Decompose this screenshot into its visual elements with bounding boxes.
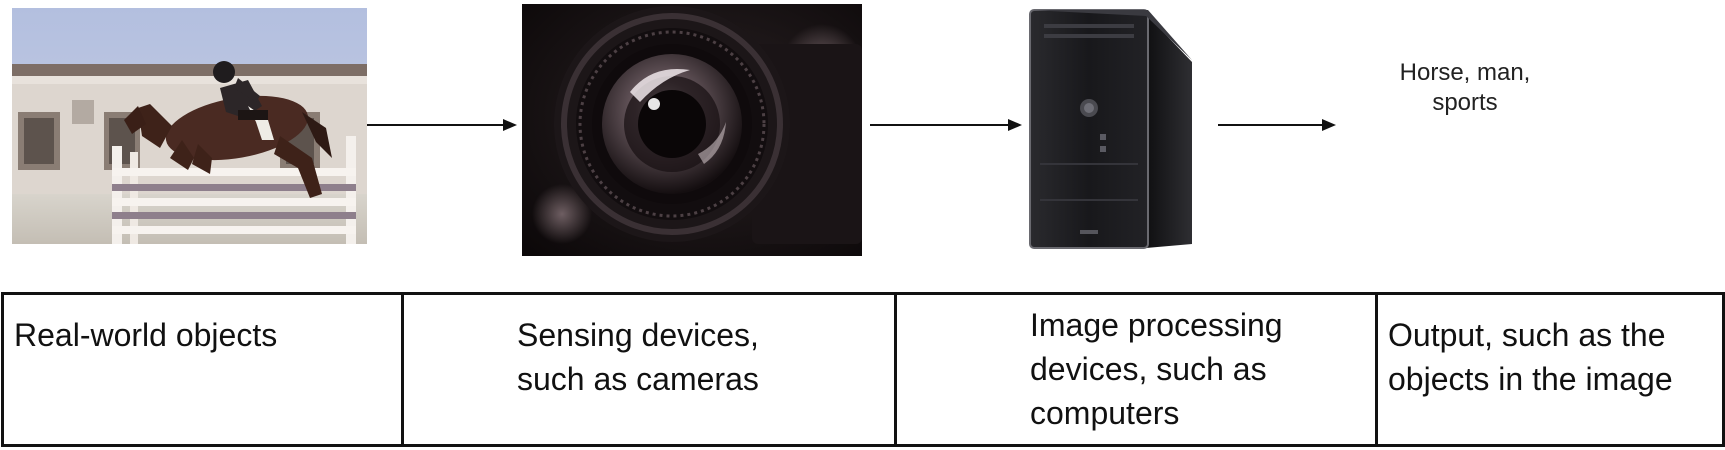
label-cell-output: Output, such as the objects in the image <box>1375 292 1725 447</box>
arrow-real-world-to-sensing <box>367 115 517 135</box>
label-real-world-objects: Real-world objects <box>14 317 278 353</box>
label-image-processing-devices: Image processing devices, such as comput… <box>1030 307 1283 431</box>
label-cell-real-world-objects: Real-world objects <box>1 292 404 447</box>
label-cell-sensing-devices: Sensing devices, such as cameras <box>401 292 897 447</box>
camera-lens-photo <box>522 4 862 256</box>
output-labels-text: Horse, man, sports <box>1399 59 1531 116</box>
arrow-sensing-to-processing <box>870 115 1022 135</box>
horse-jumping-photo <box>12 8 367 244</box>
label-sensing-devices: Sensing devices, such as cameras <box>517 317 759 397</box>
label-cell-image-processing-devices: Image processing devices, such as comput… <box>894 292 1378 447</box>
table-row: Real-world objects Sensing devices, such… <box>1 292 1725 447</box>
stage-labels-table: Real-world objects Sensing devices, such… <box>1 292 1725 447</box>
label-output: Output, such as the objects in the image <box>1388 317 1673 397</box>
computer-tower-photo <box>1022 4 1202 250</box>
arrow-processing-to-output <box>1218 115 1336 135</box>
